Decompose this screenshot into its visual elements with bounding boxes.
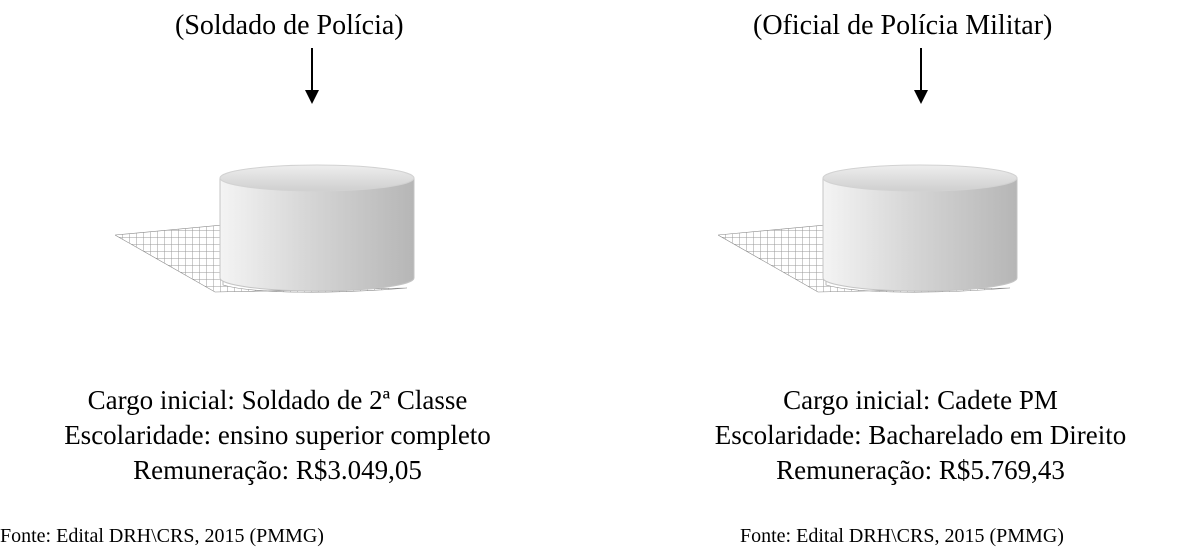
info-block: Cargo inicial: Cadete PM Escolaridade: B… <box>624 383 1186 488</box>
panel-oficial: (Oficial de Polícia Militar) Cargo inici… <box>593 0 1186 556</box>
panel-header: (Oficial de Polícia Militar) <box>753 10 1053 41</box>
escolaridade-text: Escolaridade: Bacharelado em Direito <box>714 420 1127 450</box>
info-block: Cargo inicial: Soldado de 2ª Classe Esco… <box>0 383 574 488</box>
panel-soldado: (Soldado de Polícia) Cargo inicial: Sold… <box>0 10 574 547</box>
cylinder-shape <box>115 164 415 293</box>
remuneracao-text: Remuneração: R$5.769,43 <box>776 455 1065 485</box>
down-arrow-icon <box>914 48 928 104</box>
down-arrow-icon <box>305 48 319 104</box>
panel-header: (Soldado de Polícia) <box>175 10 404 41</box>
source-note: Fonte: Edital DRH\CRS, 2015 (PMMG) <box>740 525 1064 547</box>
source-note: Fonte: Edital DRH\CRS, 2015 (PMMG) <box>0 525 324 547</box>
cargo-text: Cargo inicial: Soldado de 2ª Classe <box>87 385 468 415</box>
remuneracao-text: Remuneração: R$3.049,05 <box>133 455 422 485</box>
cylinder-shape <box>718 164 1018 293</box>
cargo-text: Cargo inicial: Cadete PM <box>783 385 1058 415</box>
escolaridade-text: Escolaridade: ensino superior completo <box>64 420 491 450</box>
